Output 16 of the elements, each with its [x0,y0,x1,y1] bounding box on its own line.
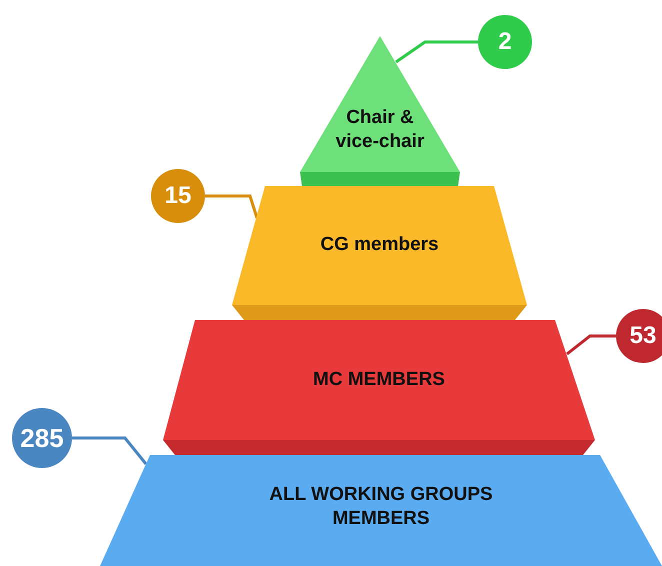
callout-number: 285 [12,408,72,468]
leader-line [72,436,148,465]
pyramid-level [300,36,460,186]
leader-line [566,334,616,356]
pyramid-level [232,186,527,320]
level-label: Chair & vice-chair [334,106,426,154]
level-label: MC MEMBERS [312,368,446,392]
leader-line [205,194,258,218]
leader-line [395,40,478,64]
callout-number: 2 [478,15,532,69]
callout-number: 53 [616,309,662,363]
level-label: CG members [319,233,440,257]
callout-number: 15 [151,169,205,223]
pyramid-level [100,455,662,566]
level-label: ALL WORKING GROUPS MEMBERS [268,483,494,531]
pyramid-level [163,320,595,455]
